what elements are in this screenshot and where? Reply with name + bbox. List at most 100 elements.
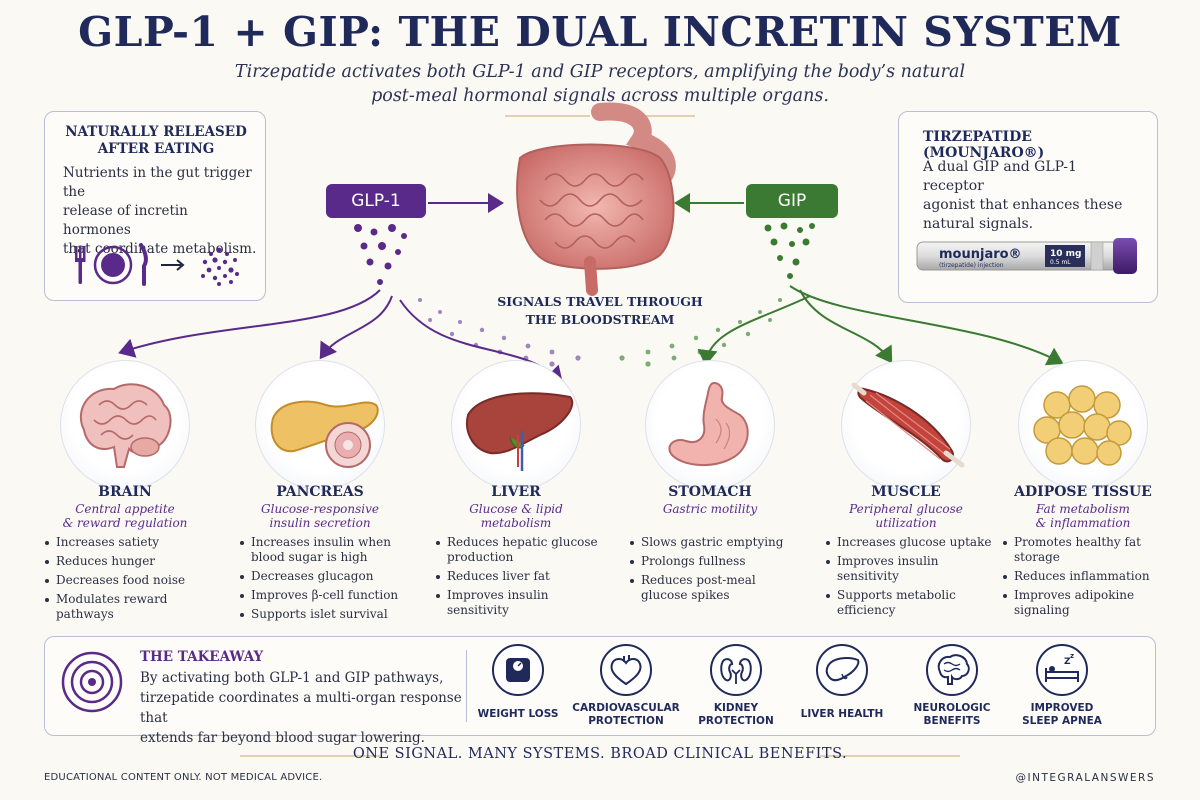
bloodstream-label-line: SIGNALS TRAVEL THROUGH xyxy=(497,294,703,309)
organ-function: Gastric motility xyxy=(630,502,790,516)
organ-illustration-circle xyxy=(255,360,385,490)
organ-name: ADIPOSE TISSUE xyxy=(1014,484,1152,500)
benefit-label-line: KIDNEY xyxy=(713,702,759,714)
page-title: GLP-1 + GIP: THE DUAL INCRETIN SYSTEM xyxy=(78,8,1122,56)
card-title-line: AFTER EATING xyxy=(97,141,215,157)
organ-effect-item: Reduces liver fat xyxy=(434,569,604,584)
organ-effect-line: Supports islet survival xyxy=(251,607,388,621)
gip-label: GIP xyxy=(746,184,838,218)
card-title-line: NATURALLY RELEASED xyxy=(65,124,247,140)
organ-effect-item: Improves β-cell function xyxy=(238,588,408,603)
injection-pen-icon: mounjaro® (tirzepatide) injection 10 mg … xyxy=(916,238,1137,274)
scale-icon xyxy=(492,644,544,696)
stomach-icon xyxy=(654,375,764,479)
organ-effect-line: sensitivity xyxy=(837,569,899,583)
liver-outline-icon xyxy=(816,644,868,696)
organ-effect-line: Decreases glucagon xyxy=(251,569,374,583)
hormone-dots-icon xyxy=(201,247,239,286)
organ-effect-item: Decreases food noise xyxy=(43,573,213,588)
organ-effect-line: Reduces inflammation xyxy=(1014,569,1150,583)
takeaway-divider xyxy=(466,650,467,722)
benefit-label-line: WEIGHT LOSS xyxy=(477,708,559,720)
organ-function-line: utilization xyxy=(875,516,937,530)
adipose-icon xyxy=(1027,375,1137,479)
organ-effect-line: production xyxy=(447,550,514,564)
organ-illustration-circle xyxy=(60,360,190,490)
organ-function-line: & inflammation xyxy=(1035,516,1131,530)
organ-effect-line: Promotes healthy fat xyxy=(1014,535,1141,549)
subtitle-line: post-meal hormonal signals across multip… xyxy=(371,86,829,106)
card-body-line: agonist that enhances these xyxy=(923,197,1123,213)
benefit-label: LIVER HEALTH xyxy=(787,708,897,721)
organ-illustration-circle xyxy=(841,360,971,490)
organ-effect-line: Supports metabolic xyxy=(837,588,956,602)
pen-generic-text: (tirzepatide) injection xyxy=(939,262,1004,269)
organ-effect-line: Reduces post-meal xyxy=(641,573,756,587)
organ-name: BRAIN xyxy=(98,484,152,500)
organ-effect-line: pathways xyxy=(56,607,114,621)
tagline-rule xyxy=(240,755,960,757)
organ-effect-line: Increases satiety xyxy=(56,535,160,549)
organ-effect-item: Reduces hunger xyxy=(43,554,213,569)
fork-knife-plate-icon xyxy=(75,243,148,286)
intestine-icon xyxy=(516,102,676,296)
bloodstream-label: SIGNALS TRAVEL THROUGH THE BLOODSTREAM xyxy=(470,293,730,329)
organ-effect-line: Improves insulin xyxy=(837,554,939,568)
benefit-label-line: SLEEP APNEA xyxy=(1022,715,1102,727)
organ-illustration-circle xyxy=(645,360,775,490)
page-subtitle: Tirzepatide activates both GLP-1 and GIP… xyxy=(200,60,1000,108)
pen-dose-text: 10 mg xyxy=(1050,249,1081,259)
takeaway-line: extends far beyond blood sugar lowering. xyxy=(140,730,425,746)
organ-function-line: Peripheral glucose xyxy=(849,502,963,516)
card-body-line: A dual GIP and GLP-1 receptor xyxy=(923,159,1077,194)
organ-name: PANCREAS xyxy=(276,484,364,500)
pancreas-icon xyxy=(264,375,384,479)
organ-effect-item: Increases satiety xyxy=(43,535,213,550)
card-body-line: that coordinate metabolism. xyxy=(63,241,257,257)
takeaway-body: By activating both GLP-1 and GIP pathway… xyxy=(140,668,470,748)
organ-effect-item: Slows gastric emptying xyxy=(628,535,798,550)
organ-function-line: Glucose-responsive xyxy=(261,502,379,516)
organ-effect-item: Decreases glucagon xyxy=(238,569,408,584)
benefit-label-line: IMPROVED xyxy=(1030,702,1094,714)
bloodstream-label-line: THE BLOODSTREAM xyxy=(525,312,675,327)
organ-effect-line: storage xyxy=(1014,550,1060,564)
meal-to-hormones-graphic xyxy=(75,243,239,286)
brain-icon xyxy=(69,375,179,479)
pen-volume-text: 0.5 mL xyxy=(1050,259,1071,266)
organ-effect-line: Decreases food noise xyxy=(56,573,186,587)
arrow-right-icon xyxy=(161,259,185,271)
brain-outline-icon xyxy=(926,644,978,696)
organ-effect-line: Increases glucose uptake xyxy=(837,535,992,549)
card-body-line: natural signals. xyxy=(923,216,1034,232)
benefit-label-line: BENEFITS xyxy=(923,715,981,727)
organ-function: Fat metabolism& inflammation xyxy=(1003,502,1163,530)
glp1-label: GLP-1 xyxy=(326,184,426,218)
takeaway-line: tirzepatide coordinates a multi-organ re… xyxy=(140,690,462,726)
svg-text:z: z xyxy=(1070,652,1074,660)
tirzepatide-card: TIRZEPATIDE (MOUNJARO®) A dual GIP and G… xyxy=(898,111,1158,303)
organ-effect-line: sensitivity xyxy=(447,603,509,617)
benefit-label-line: NEUROLOGIC xyxy=(913,702,991,714)
organ-function-line: insulin secretion xyxy=(269,516,371,530)
social-handle: @INTEGRALANSWERS xyxy=(1015,772,1155,784)
organ-function-line: Fat metabolism xyxy=(1036,502,1130,516)
organ-function-line: metabolism xyxy=(480,516,552,530)
